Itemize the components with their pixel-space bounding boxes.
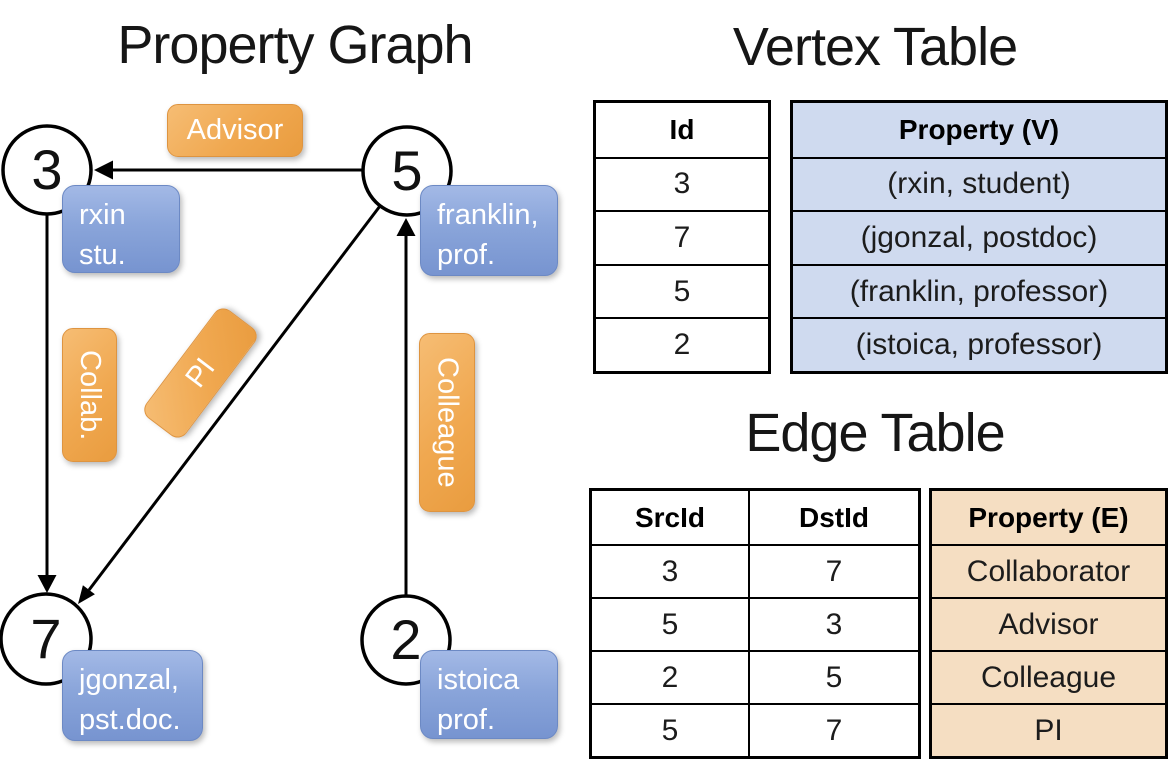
edge-table-src-dst-columns: SrcId DstId 3 7 5 3 2 5 5 7	[589, 488, 921, 759]
edge-table-property-cell: Colleague	[932, 650, 1165, 703]
node-id-7: 7	[30, 607, 62, 670]
vertex-table-id-cell: 7	[596, 210, 768, 264]
vertex-table-id-cell: 3	[596, 156, 768, 211]
edge-table-property-cell: PI	[932, 703, 1165, 756]
arrowhead-pi	[78, 585, 95, 604]
vertex-table-id-cell: 5	[596, 263, 768, 318]
edge-table-header-property: Property (E)	[932, 491, 1165, 544]
edge-label-colleague: Colleague	[419, 333, 475, 512]
edge-table-srcid-cell: 5	[592, 703, 748, 756]
vertex-property-box-jgonzal: jgonzal, pst.doc.	[62, 650, 203, 741]
vertex-table-header-property: Property (V)	[793, 103, 1165, 157]
node-id-5: 5	[391, 139, 423, 202]
vertex-table-property-cell: (rxin, student)	[793, 156, 1165, 211]
vertex-table-property-column: Property (V) (rxin, student) (jgonzal, p…	[790, 100, 1168, 374]
edge-label-collab: Collab.	[62, 328, 117, 462]
vertex-property-box-istoica: istoica prof.	[420, 650, 558, 739]
property-graph-panel: Property Graph 3 5 7 2 rxin stu. frankli…	[0, 0, 580, 760]
vertex-table-section: Vertex Table Id 3 7 5 2 Property (V) (rx…	[580, 0, 1170, 420]
vertex-table-id-cell: 2	[596, 317, 768, 371]
arrowhead-colleague	[396, 218, 416, 236]
vertex-table-title: Vertex Table	[732, 17, 1018, 77]
edge-table-dstid-cell: 3	[748, 597, 918, 650]
edge-table-property-cell: Advisor	[932, 597, 1165, 650]
property-graph-title: Property Graph	[117, 15, 473, 75]
vertex-property-line2: pst.doc.	[79, 704, 181, 736]
vertex-property-line1: rxin	[79, 199, 126, 231]
vertex-property-line1: franklin,	[437, 199, 539, 231]
node-id-3: 3	[31, 138, 63, 201]
edge-table-property-column: Property (E) Collaborator Advisor Collea…	[929, 488, 1168, 759]
edge-table-header-srcid: SrcId	[634, 501, 706, 533]
edge-table-header-dstid: DstId	[748, 491, 918, 544]
vertex-property-box-rxin: rxin stu.	[62, 185, 180, 273]
vertex-property-line1: istoica	[437, 664, 520, 696]
vertex-property-box-franklin: franklin, prof.	[420, 185, 558, 276]
edge-table-srcid-cell: 5	[592, 597, 748, 650]
vertex-table-property-cell: (franklin, professor)	[793, 263, 1165, 318]
edge-table-title: Edge Table	[745, 403, 1005, 463]
vertex-property-line2: prof.	[437, 239, 496, 271]
edge-label-advisor: Advisor	[167, 104, 303, 157]
edge-table-srcid-cell: 3	[592, 544, 748, 597]
edge-table-section: Edge Table SrcId DstId 3 7 5 3 2 5 5 7 P…	[580, 390, 1170, 760]
edge-table-dstid-cell: 7	[748, 544, 918, 597]
arrowhead-advisor	[94, 160, 113, 180]
vertex-table-id-column: Id 3 7 5 2	[593, 100, 771, 374]
edge-line-pi	[87, 205, 382, 591]
arrowhead-collab	[37, 575, 57, 593]
vertex-table-property-cell: (jgonzal, postdoc)	[793, 210, 1165, 264]
vertex-table-header-id: Id	[669, 113, 695, 145]
vertex-property-line2: stu.	[79, 239, 126, 271]
edge-table-property-cell: Collaborator	[932, 544, 1165, 597]
node-id-2: 2	[390, 608, 422, 671]
vertex-property-line2: prof.	[437, 704, 496, 736]
edge-table-srcid-cell: 2	[592, 650, 748, 703]
vertex-property-line1: jgonzal,	[79, 664, 179, 696]
edge-table-dstid-cell: 7	[748, 703, 918, 756]
vertex-table-property-cell: (istoica, professor)	[793, 317, 1165, 371]
edge-table-dstid-cell: 5	[748, 650, 918, 703]
